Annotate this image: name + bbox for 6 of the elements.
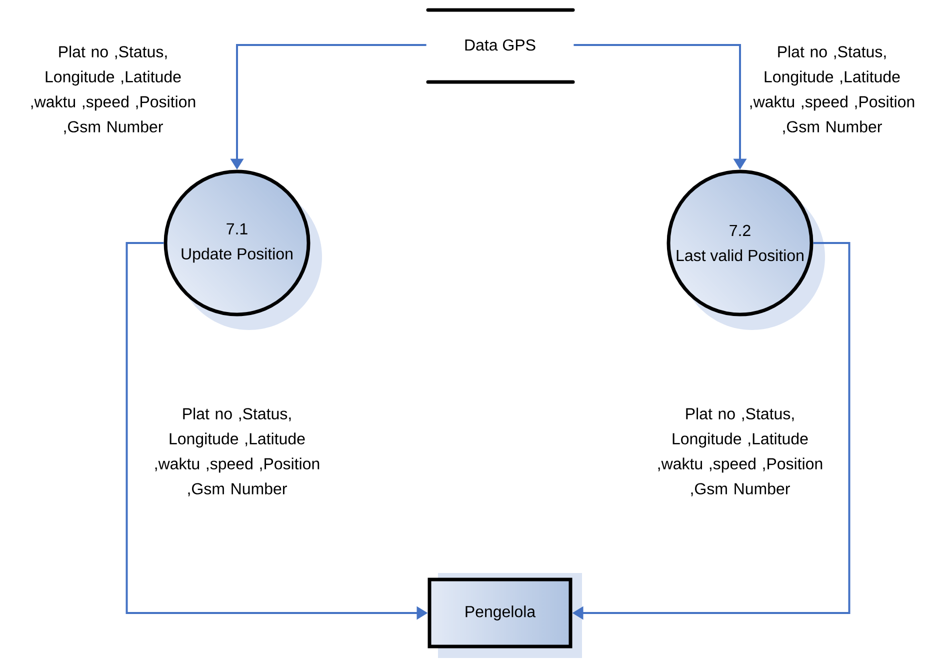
edge-label: Plat no ,Status, Longitude ,Latitude ,waktu ,speed ,Position ,Gsm Number	[23, 44, 203, 136]
edge-label: Plat no ,Status, Longitude ,Latitude ,waktu ,speed ,Position ,Gsm Number	[742, 44, 922, 136]
data-store: Data GPS	[426, 8, 575, 84]
edge-label: Plat no ,Status, Longitude ,Latitude ,waktu ,speed ,Position ,Gsm Number	[147, 406, 327, 498]
edge-label: Plat no ,Status, Longitude ,Latitude ,waktu ,speed ,Position ,Gsm Number	[650, 406, 830, 498]
entity-box: Pengelola	[428, 573, 582, 658]
